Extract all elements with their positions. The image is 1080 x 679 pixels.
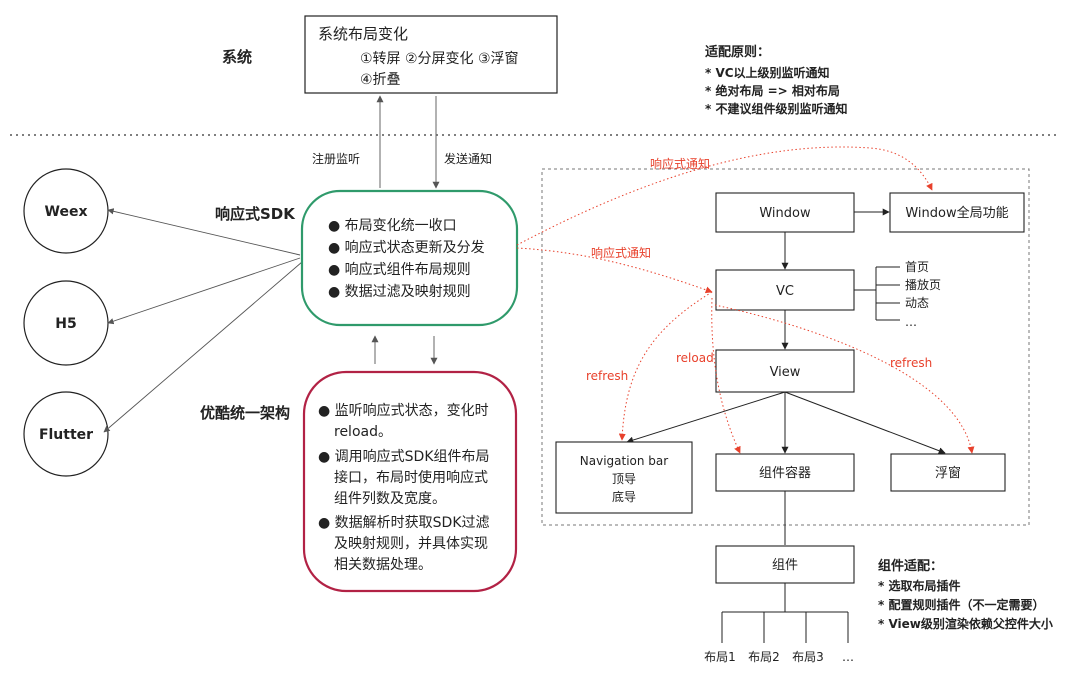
component-adapt-title: 组件适配：	[878, 558, 943, 574]
component-adapt-item: * 选取布局插件	[878, 578, 960, 593]
framework-line: 及映射规则，并具体实现	[334, 536, 488, 552]
flutter-label: Flutter	[39, 427, 93, 443]
navbar-bottom-label: 底导	[612, 489, 636, 504]
vc-child-more: …	[905, 315, 917, 329]
h5-label: H5	[55, 316, 76, 332]
refresh-left-label: refresh	[586, 369, 628, 383]
layout-2-label: 布局2	[748, 650, 780, 664]
principle-item: * 绝对布局 => 相对布局	[705, 83, 840, 98]
float-node	[890, 453, 1006, 492]
layout-1-label: 布局1	[704, 650, 736, 664]
framework-line: 接口，布局时使用响应式	[334, 469, 488, 486]
vc-child-feed: 动态	[905, 296, 929, 310]
vc-child-home: 首页	[905, 260, 929, 274]
principle-item: * 不建议组件级别监听通知	[705, 101, 847, 116]
sdk-item: ● 布局变化统一收口	[328, 218, 457, 234]
vc-label: VC	[776, 284, 794, 299]
sdk-to-weex-arrow	[107, 208, 301, 256]
layout-3-label: 布局3	[792, 650, 824, 664]
navbar-node	[555, 441, 693, 514]
system-box-line2: ④折叠	[360, 72, 401, 88]
container-node	[715, 453, 855, 492]
component-label: 组件	[772, 558, 798, 573]
framework-line: reload。	[334, 424, 392, 440]
reload-container-curve	[711, 297, 741, 454]
component-adapt-item: * View级别渲染依赖父控件大小	[878, 616, 1053, 631]
sdk-item: ● 数据过滤及映射规则	[328, 284, 471, 300]
framework-line: 相关数据处理。	[334, 557, 432, 573]
weex-label: Weex	[45, 204, 88, 220]
refresh-float-curve	[714, 304, 975, 454]
system-box-title: 系统布局变化	[318, 25, 408, 43]
framework-box	[302, 370, 518, 593]
view-node	[715, 349, 855, 393]
view-to-float-arrow	[784, 391, 946, 455]
sdk-label: 响应式SDK	[215, 205, 296, 223]
framework-line: ● 数据解析时获取SDK过滤	[318, 515, 490, 531]
navbar-label: Navigation bar	[580, 454, 669, 468]
refresh-right-label: refresh	[890, 356, 932, 370]
framework-label: 优酷统一架构	[200, 404, 290, 422]
sdk-to-flutter-arrow	[103, 261, 303, 433]
view-label: View	[770, 365, 801, 380]
view-to-navbar-arrow	[626, 391, 786, 444]
framework-line: ● 监听响应式状态，变化时	[318, 402, 489, 419]
framework-line: ● 调用响应式SDK组件布局	[318, 448, 490, 465]
window-feature-node	[889, 192, 1025, 233]
notify-mid-label: 响应式通知	[591, 245, 651, 260]
refresh-navbar-curve	[618, 291, 713, 441]
layout-more-label: …	[842, 650, 854, 664]
register-label: 注册监听	[312, 151, 360, 166]
principle-item: * VC以上级别监听通知	[705, 65, 830, 80]
window-node	[715, 192, 855, 233]
system-layout-box	[304, 15, 558, 94]
component-node	[715, 545, 855, 584]
framework-line: 组件列数及宽度。	[334, 490, 446, 507]
notify-label: 发送通知	[444, 151, 492, 166]
navbar-top-label: 顶导	[612, 472, 636, 486]
sdk-to-h5-arrow	[107, 257, 301, 325]
window-label: Window	[759, 206, 811, 221]
flutter-node	[23, 391, 109, 477]
principles-title: 适配原则：	[705, 44, 770, 60]
sdk-box	[300, 189, 519, 327]
sdk-item: ● 响应式状态更新及分发	[328, 239, 485, 256]
notify-vc-curve	[516, 247, 713, 294]
system-box-line1: ①转屏 ②分屏变化 ③浮窗	[360, 50, 519, 67]
notify-window-curve	[516, 146, 933, 246]
notify-top-label: 响应式通知	[650, 156, 710, 171]
reload-label: reload	[676, 351, 714, 365]
window-feature-label: Window全局功能	[905, 205, 1008, 221]
float-label: 浮窗	[935, 465, 961, 481]
system-label: 系统	[222, 48, 252, 66]
container-label: 组件容器	[759, 465, 811, 481]
vc-child-player: 播放页	[905, 277, 941, 292]
component-adapt-item: * 配置规则插件（不一定需要）	[878, 597, 1044, 612]
sdk-item: ● 响应式组件布局规则	[328, 261, 471, 278]
